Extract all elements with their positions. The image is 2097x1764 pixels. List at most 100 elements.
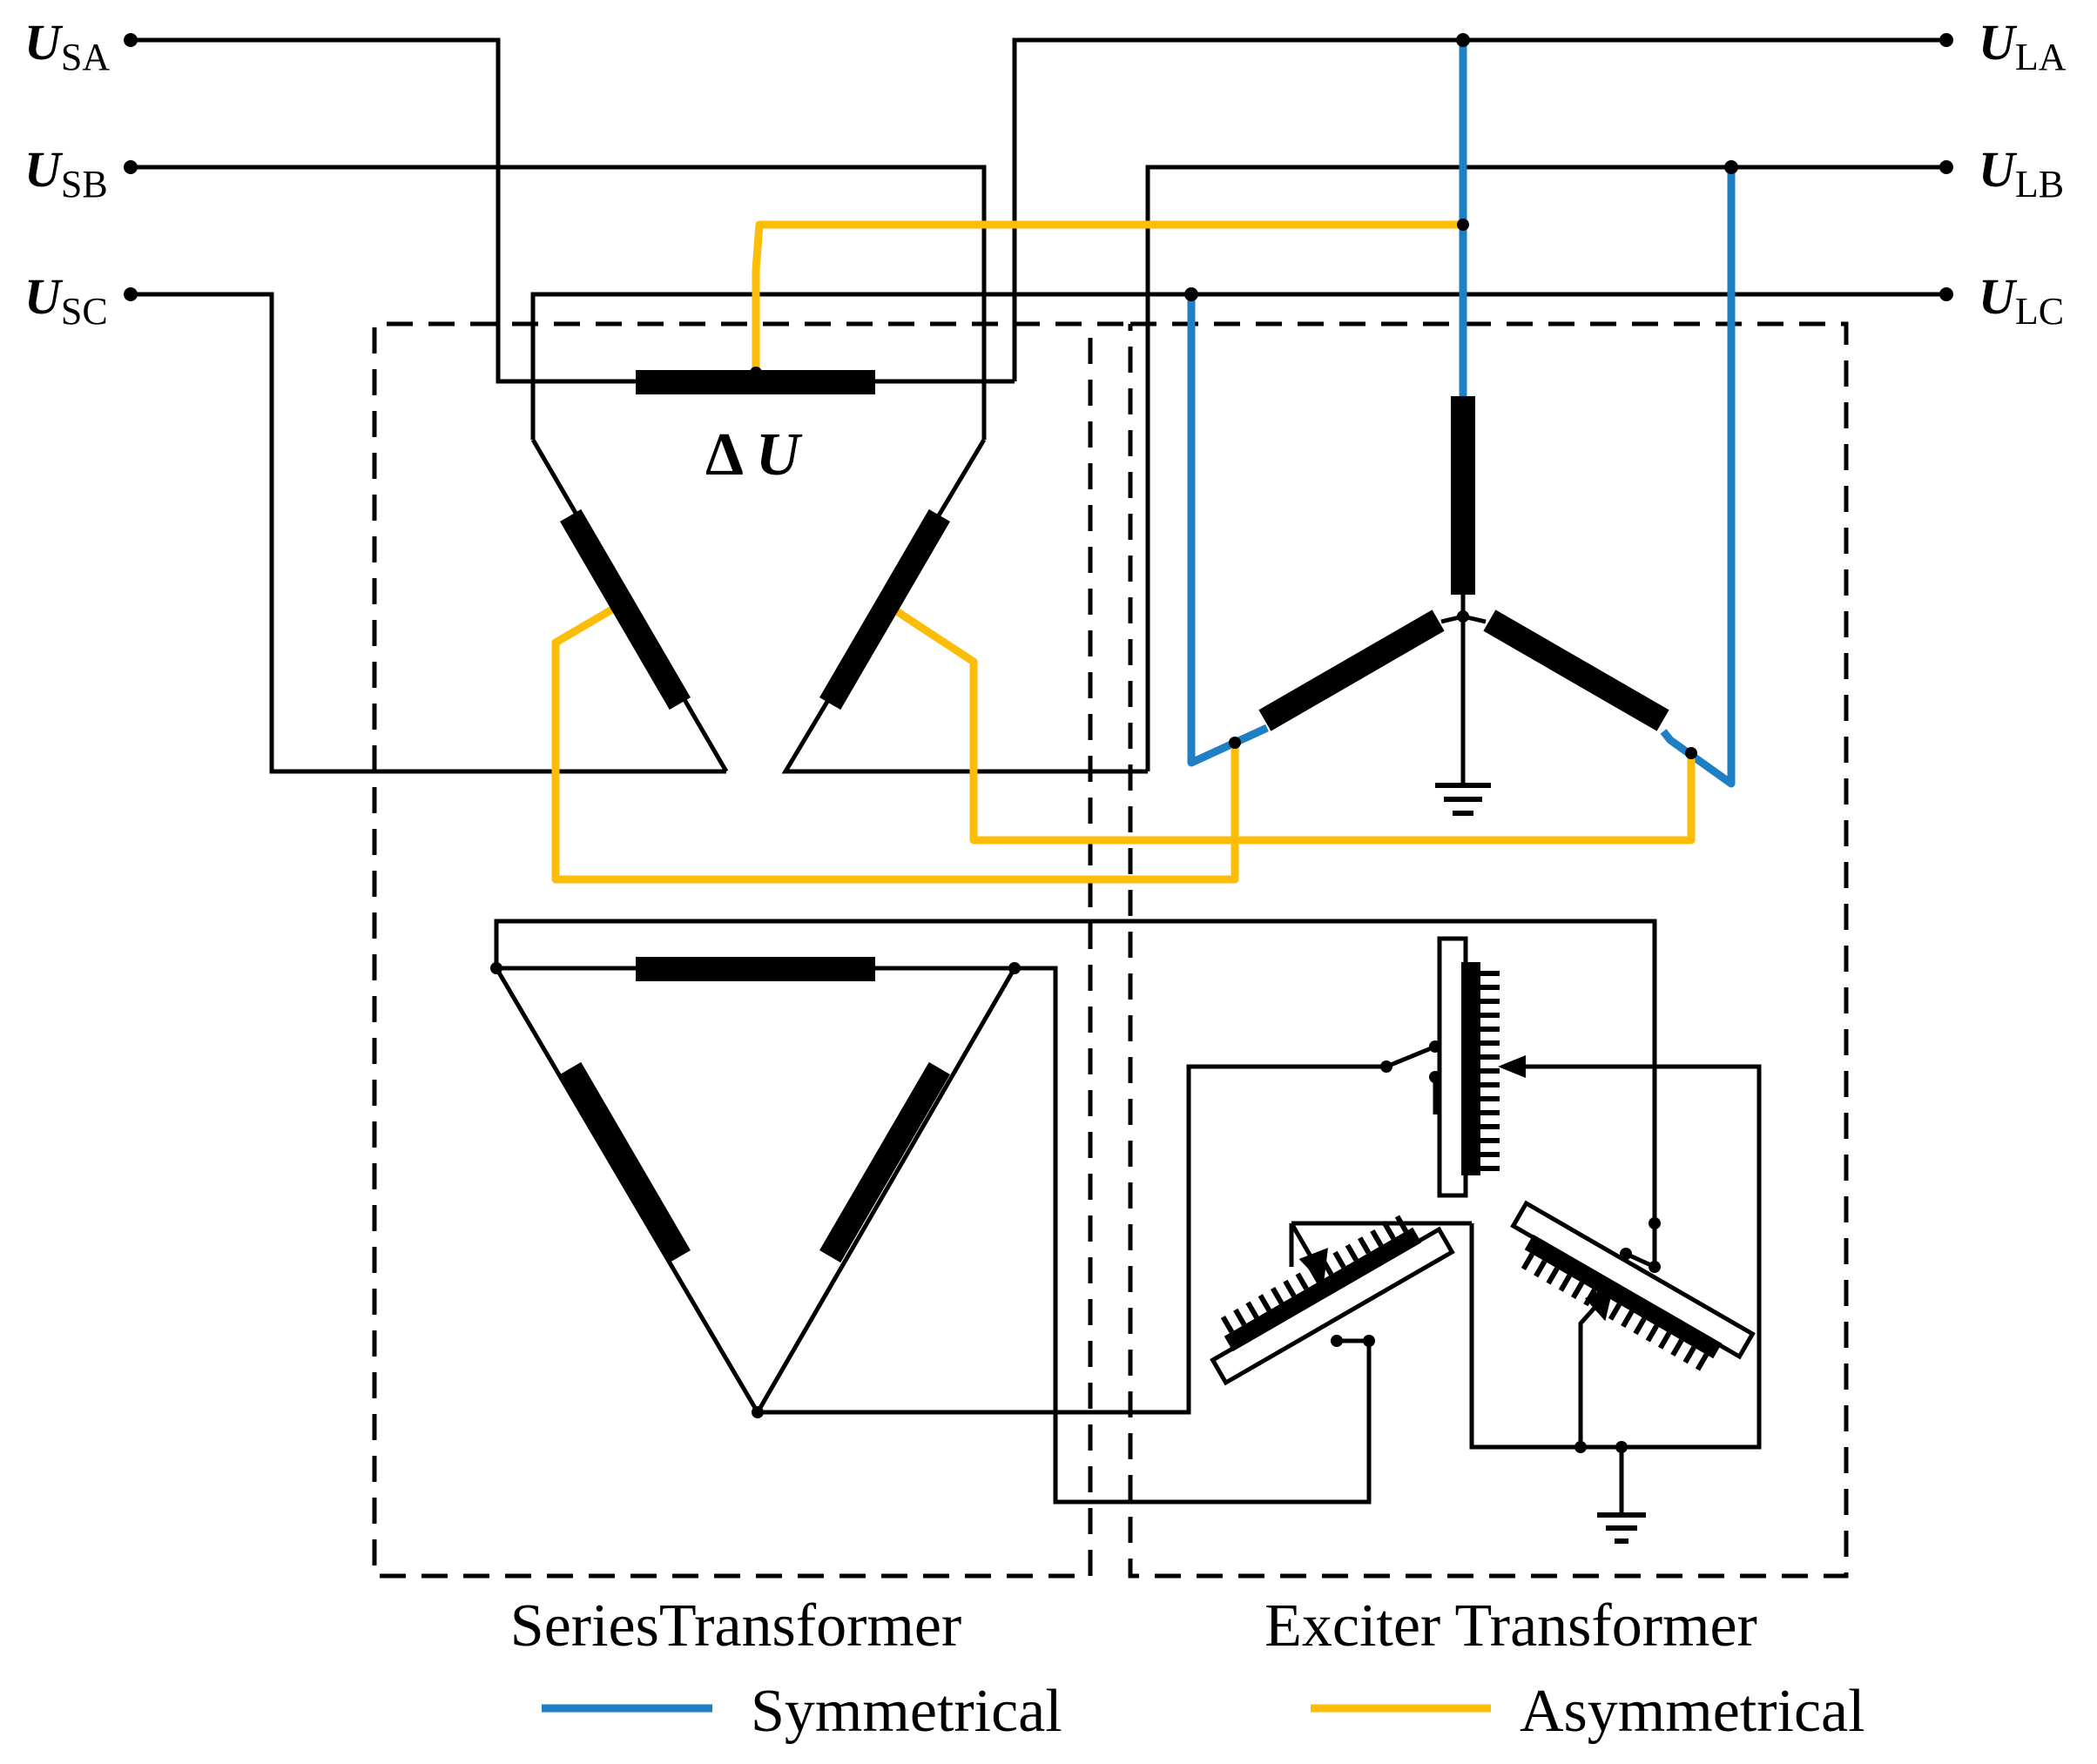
winding-icon (636, 957, 875, 981)
wire-usa (131, 37, 636, 384)
tap-tooth (1295, 1272, 1309, 1290)
tap-winding (1461, 962, 1480, 1175)
terminal-dot-icon (124, 33, 138, 47)
series-transformer-box (372, 321, 1123, 1579)
terminal-dot-icon (1939, 160, 1953, 174)
yellow-right-leg (887, 603, 1696, 845)
junction-dot (1331, 1335, 1343, 1347)
tap-tooth (1270, 1286, 1284, 1305)
wire-lower-top-loop (494, 919, 1657, 1267)
junction-dot (1363, 1335, 1375, 1347)
winding-icon (1451, 396, 1475, 595)
tap-tooth (1534, 1259, 1547, 1278)
tap-tooth (1695, 1353, 1709, 1371)
tap-tooth (1382, 1222, 1396, 1241)
tap-tooth (1345, 1243, 1359, 1262)
tap-tooth (1657, 1331, 1672, 1350)
exciter-transformer-box (1128, 321, 1849, 1579)
terminal-labels: USA USB USC ULA ULB ULC (24, 14, 2067, 333)
junction-dots (124, 33, 1953, 1453)
tap-arrow-icon (1298, 1248, 1328, 1285)
wire-ula-bus (1012, 37, 1946, 381)
junction-dot (1380, 1060, 1392, 1073)
junction-dot (1457, 610, 1469, 623)
junction-dot (1429, 1040, 1441, 1053)
junction-dot (1229, 737, 1241, 749)
tap-teeth (1480, 971, 1500, 1171)
tap-tooth (1283, 1279, 1297, 1298)
junction-dot (752, 1406, 764, 1418)
junction-dot (1685, 747, 1697, 759)
tap-tooth (1520, 1252, 1535, 1271)
tap-tooth (1645, 1324, 1659, 1343)
series-transformer-label: SeriesTransformer (510, 1592, 961, 1660)
yellow-delta-u-tap (752, 220, 1463, 373)
wire-lower-bottom (758, 1064, 1386, 1415)
wire-lower-right-loop (1015, 966, 1372, 1505)
legend: Symmetrical Asymmetrical (542, 1678, 1865, 1745)
tap-tooth (1621, 1310, 1635, 1329)
junction-dot (490, 962, 502, 974)
terminal-dot-icon (1939, 287, 1953, 301)
junction-dot (1724, 160, 1738, 174)
tap-tooth (1558, 1274, 1572, 1292)
junction-dot (1456, 33, 1470, 47)
tap-arrows (1289, 1222, 1615, 1363)
label-ula: ULA (1979, 14, 2067, 78)
label-usb: USB (24, 141, 108, 205)
blue-phase-c (1187, 294, 1269, 767)
tap-tooth (1682, 1345, 1696, 1364)
junction-dot (1649, 1217, 1661, 1229)
wire-usc (131, 292, 726, 774)
tap-tooth (1245, 1301, 1259, 1319)
ground-icon (1435, 783, 1491, 816)
wire-ulc-bus (530, 292, 1946, 440)
junction-dot (610, 601, 623, 613)
junction-dot (1615, 1441, 1628, 1453)
junction-dot (1574, 1441, 1587, 1453)
enclosures (372, 321, 1849, 1579)
tap-tooth (1394, 1215, 1409, 1233)
ground-icon (1597, 1512, 1646, 1544)
black-wiring (131, 37, 1946, 1515)
junction-dot (1429, 1071, 1441, 1083)
legend-asymmetrical-label: Asymmetrical (1520, 1678, 1865, 1745)
winding-icon (560, 508, 691, 710)
tap-winding (1224, 1227, 1422, 1352)
wire-exciter-upper-switch (1386, 1044, 1436, 1069)
junction-dot (1457, 219, 1469, 231)
tap-changer-left (1210, 1215, 1455, 1386)
tap-tooth (1370, 1229, 1384, 1248)
tap-changer-upper (1437, 936, 1526, 1198)
winding-icon (1483, 609, 1669, 731)
tap-tooth (1546, 1267, 1560, 1285)
series-leg-right (781, 438, 1148, 774)
winding-icon (560, 1061, 691, 1263)
label-ulb: ULB (1979, 141, 2064, 205)
lower-delta-frame (492, 966, 1019, 1417)
tap-tooth (1220, 1315, 1235, 1334)
terminal-dot-icon (124, 160, 138, 174)
tap-tooth (1570, 1281, 1585, 1300)
tap-changer-right (1510, 1200, 1756, 1371)
terminal-dot-icon (1939, 33, 1953, 47)
junction-dot (1008, 962, 1021, 974)
tap-tooth (1258, 1294, 1271, 1312)
legend-symmetrical-label: Symmetrical (751, 1678, 1062, 1745)
label-usc: USC (24, 268, 108, 333)
yellow-left-leg (551, 603, 1239, 884)
windings (560, 370, 1669, 1263)
tap-arrow-icon (1498, 1055, 1526, 1078)
symmetrical-paths (1187, 40, 1736, 788)
winding-icon (1258, 609, 1445, 731)
wire-usb (131, 165, 987, 440)
junction-dot (750, 367, 762, 379)
tap-tooth (1633, 1316, 1647, 1336)
exciter-transformer-label: Exciter Transformer (1264, 1592, 1757, 1660)
blue-phase-b (1660, 167, 1736, 788)
wire-ulb-bus (1145, 165, 1946, 771)
junction-dot (1184, 287, 1198, 301)
junction-dot (1649, 1261, 1661, 1273)
tap-tooth (1332, 1250, 1346, 1269)
